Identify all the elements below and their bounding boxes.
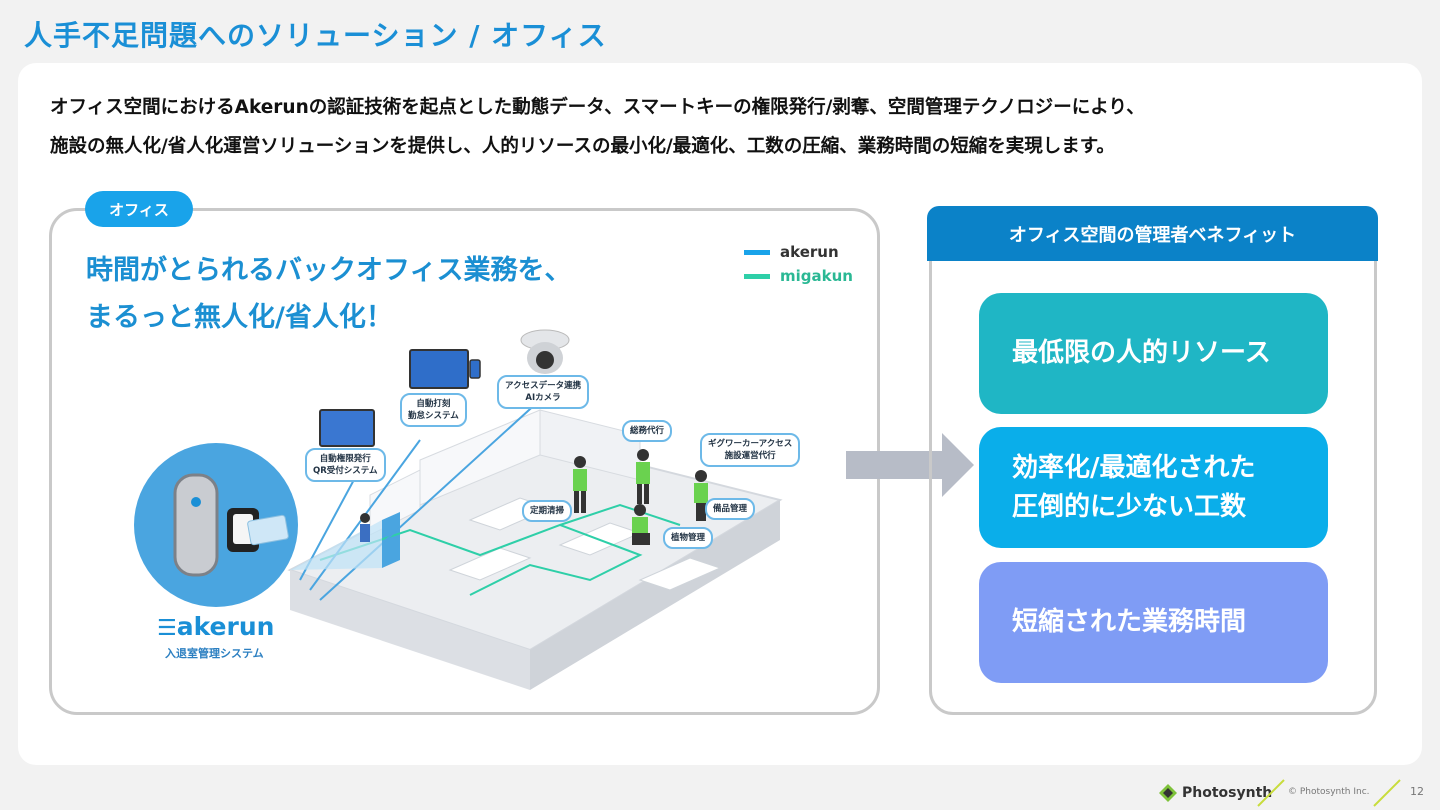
office-tag: オフィス: [85, 191, 193, 227]
callout-attendance: 自動打刻 勤怠システム: [400, 393, 467, 427]
callout-gig-worker: ギグワーカーアクセス 施設運営代行: [700, 433, 801, 467]
photosynth-mark-icon: [1159, 784, 1177, 802]
benefit-2-line-2: 圧倒的に少ない工数: [1012, 491, 1247, 522]
legend-label-migakun: migakun: [780, 267, 853, 285]
arrow-right-icon: [846, 433, 974, 497]
benefit-shorter-time: 短縮された業務時間: [979, 562, 1328, 683]
callout-general-affairs: 総務代行: [622, 420, 673, 442]
headline-line-1: 時間がとられるバックオフィス業務を、: [86, 255, 572, 286]
page-number: 12: [1410, 785, 1424, 798]
copyright: © Photosynth Inc.: [1288, 787, 1370, 797]
callout-ai-camera: アクセスデータ連携 AIカメラ: [497, 375, 590, 409]
callout-attendance-line-1: 自動打刻: [416, 399, 451, 409]
benefit-minimal-resources: 最低限の人的リソース: [979, 293, 1328, 414]
legend-swatch-migakun: [744, 273, 770, 279]
legend-item-migakun: migakun: [744, 264, 853, 288]
callout-cleaning: 定期清掃: [522, 500, 573, 522]
slide-title: 人手不足問題へのソリューション / オフィス: [24, 19, 607, 52]
headline-line-2: まるっと無人化/省人化！: [86, 302, 393, 333]
callout-camera-line-1: アクセスデータ連携: [505, 381, 582, 391]
divider-slash-icon: [1257, 779, 1285, 807]
benefit-reduced-workload: 効率化/最適化された 圧倒的に少ない工数: [979, 427, 1328, 548]
akerun-subtitle: 入退室管理システム: [165, 647, 264, 660]
callout-gig-line-2: 施設運営代行: [724, 451, 776, 461]
akerun-mark-icon: ☰: [157, 616, 177, 641]
legend: akerun migakun: [744, 240, 853, 288]
callout-qr-line-1: 自動権限発行: [319, 454, 371, 464]
callout-attendance-line-2: 勤怠システム: [408, 411, 459, 421]
intro-line-1: オフィス空間におけるAkerunの認証技術を起点とした動態データ、スマートキーの…: [50, 97, 1145, 118]
photosynth-brand: Photosynth: [1182, 785, 1273, 801]
callout-camera-line-2: AIカメラ: [525, 393, 561, 403]
callout-supplies: 備品管理: [705, 498, 756, 520]
divider-slash-icon-2: [1373, 779, 1401, 807]
office-headline: 時間がとられるバックオフィス業務を、 まるっと無人化/省人化！: [86, 247, 571, 341]
intro-line-2: 施設の無人化/省人化運営ソリューションを提供し、人的リソースの最小化/最適化、工…: [50, 136, 1115, 157]
callout-qr-reception: 自動権限発行 QR受付システム: [305, 448, 386, 482]
legend-label-akerun: akerun: [780, 243, 839, 261]
akerun-device-icon: [134, 443, 298, 607]
callout-plants: 植物管理: [663, 527, 714, 549]
benefit-1-text: 最低限の人的リソース: [1012, 338, 1271, 368]
akerun-logo-text: akerun: [176, 612, 275, 641]
callout-qr-line-2: QR受付システム: [313, 466, 378, 476]
legend-swatch-akerun: [744, 249, 770, 255]
photosynth-logo: Photosynth: [1158, 783, 1272, 803]
legend-item-akerun: akerun: [744, 240, 853, 264]
benefits-header: オフィス空間の管理者ベネフィット: [927, 206, 1378, 261]
callout-gig-line-1: ギグワーカーアクセス: [708, 439, 793, 449]
akerun-logo: ☰akerun: [157, 612, 274, 641]
benefit-2-line-1: 効率化/最適化された: [1012, 452, 1256, 483]
benefit-3-text: 短縮された業務時間: [1012, 607, 1247, 637]
office-illustration: [287, 329, 783, 690]
intro-text: オフィス空間におけるAkerunの認証技術を起点とした動態データ、スマートキーの…: [50, 88, 1390, 166]
